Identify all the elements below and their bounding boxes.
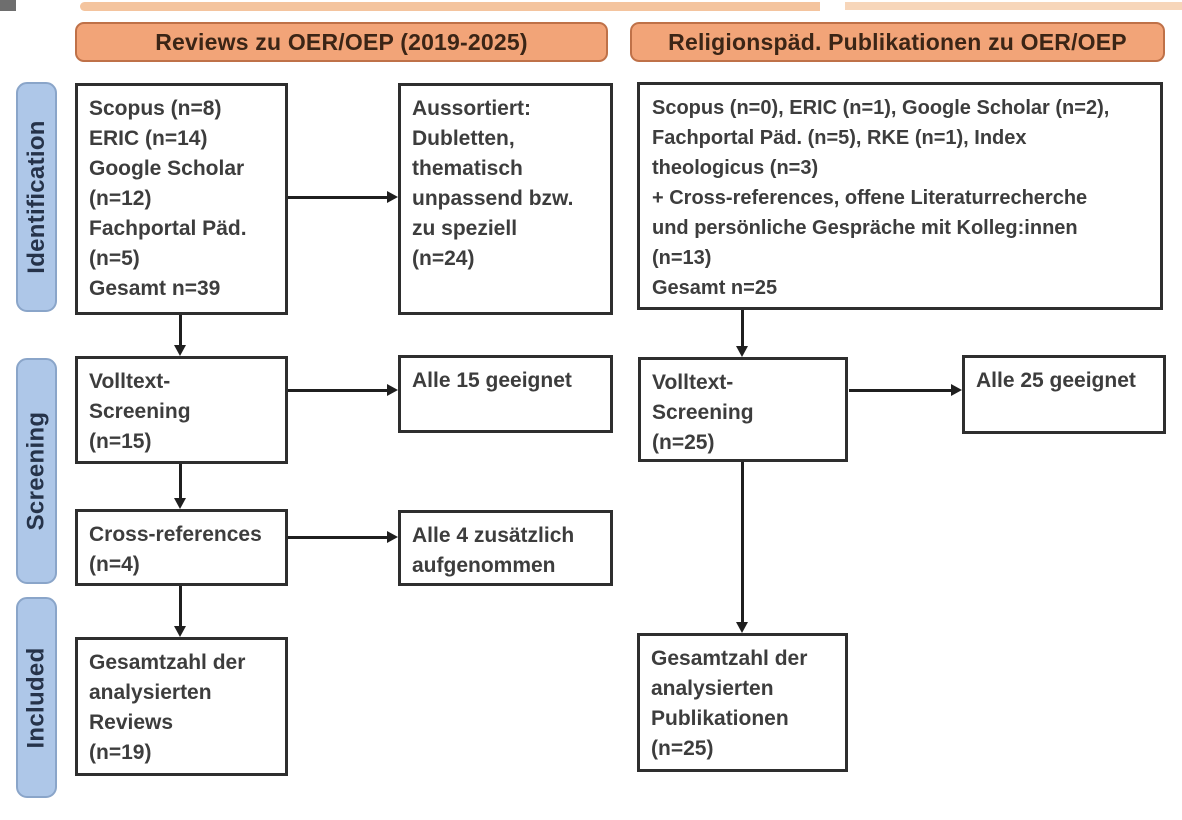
arrow-left-sources-to-fulltext [174, 315, 186, 356]
box-left-excluded: Aussortiert: Dubletten, thematisch unpas… [398, 83, 613, 315]
column-header-religionspaed: Religionspäd. Publikationen zu OER/OEP [630, 22, 1165, 62]
stage-bar-included: Included [16, 597, 57, 798]
arrow-left-crossreferences-to-total [174, 586, 186, 637]
box-right-fulltext-screening: Volltext- Screening (n=25) [638, 357, 848, 462]
box-right-fulltext-screening-text: Volltext- Screening (n=25) [652, 371, 754, 454]
box-left-fulltext-screening-text: Volltext- Screening (n=15) [89, 370, 191, 453]
box-left-crossreferences: Cross-references (n=4) [75, 509, 288, 586]
box-left-eligible-text: Alle 15 geeignet [412, 369, 572, 392]
arrow-right-fulltext-to-eligible [849, 384, 962, 396]
arrow-right-sources-to-fulltext [736, 310, 748, 357]
arrow-left-sources-to-excluded [288, 191, 398, 203]
stage-bar-identification: Identification [16, 82, 57, 312]
stage-label-included: Included [22, 646, 50, 749]
cropped-edge-artifact [0, 0, 16, 11]
box-right-sources-text: Scopus (n=0), ERIC (n=1), Google Scholar… [652, 97, 1110, 299]
box-left-crossreferences-text: Cross-references (n=4) [89, 523, 262, 576]
arrow-left-fulltext-to-crossreferences [174, 464, 186, 509]
box-right-sources: Scopus (n=0), ERIC (n=1), Google Scholar… [637, 82, 1163, 310]
arrow-left-crossreferences-to-added [288, 531, 398, 543]
box-right-total-included-text: Gesamtzahl der analysierten Publikatione… [651, 647, 808, 760]
box-left-sources: Scopus (n=8) ERIC (n=14) Google Scholar … [75, 83, 288, 315]
stage-bar-screening: Screening [16, 358, 57, 584]
cropped-header-artifact-right [845, 2, 1182, 10]
box-left-total-included: Gesamtzahl der analysierten Reviews (n=1… [75, 637, 288, 776]
box-left-eligible: Alle 15 geeignet [398, 355, 613, 433]
box-right-eligible-text: Alle 25 geeignet [976, 369, 1136, 392]
arrow-left-fulltext-to-eligible [288, 384, 398, 396]
box-left-added-text: Alle 4 zusätzlich aufgenommen [412, 524, 575, 577]
box-left-excluded-text: Aussortiert: Dubletten, thematisch unpas… [412, 97, 574, 270]
box-left-total-included-text: Gesamtzahl der analysierten Reviews (n=1… [89, 651, 246, 764]
cropped-header-artifact-left [80, 2, 820, 11]
box-right-total-included: Gesamtzahl der analysierten Publikatione… [637, 633, 848, 772]
column-header-reviews: Reviews zu OER/OEP (2019-2025) [75, 22, 608, 62]
arrow-right-fulltext-to-total [736, 462, 748, 633]
stage-label-identification: Identification [22, 120, 50, 274]
box-right-eligible: Alle 25 geeignet [962, 355, 1166, 434]
box-left-sources-text: Scopus (n=8) ERIC (n=14) Google Scholar … [89, 97, 247, 300]
box-left-added: Alle 4 zusätzlich aufgenommen [398, 510, 613, 586]
box-left-fulltext-screening: Volltext- Screening (n=15) [75, 356, 288, 464]
stage-label-screening: Screening [22, 411, 50, 531]
